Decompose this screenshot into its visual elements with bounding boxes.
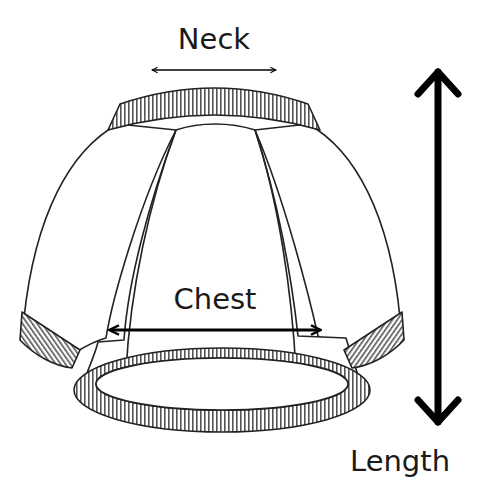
neck-rib — [108, 88, 320, 130]
dimension-label-holder: Length — [350, 446, 450, 478]
hem-opening — [96, 358, 348, 410]
chest-arrow — [110, 329, 320, 332]
length-arrow — [418, 72, 458, 422]
left-cuff — [20, 312, 80, 368]
dimension-label: Length — [350, 446, 450, 478]
neck-arrow — [152, 69, 276, 71]
hem-rib — [74, 348, 370, 432]
dimension-label-holder: Neck — [178, 24, 250, 56]
right-cuff — [344, 312, 404, 368]
dimension-label-holder: Chest — [174, 284, 257, 316]
dimension-label: Neck — [178, 24, 250, 56]
dimension-label: Chest — [174, 284, 257, 316]
